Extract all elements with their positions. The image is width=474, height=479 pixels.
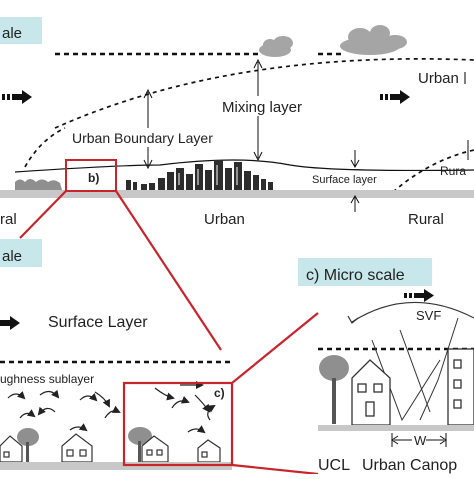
micro-scale-panel: c) Micro scale SVF <box>298 258 474 474</box>
callout-c-connector-top <box>231 312 319 384</box>
micro-ground-strip <box>318 425 474 431</box>
callout-b-label: b) <box>88 171 99 185</box>
micro-house-icon <box>351 359 391 426</box>
street-width-label: W <box>414 433 427 448</box>
svf-label: SVF <box>416 308 441 323</box>
callout-b-connector-right <box>115 190 222 351</box>
wind-arrow-icon <box>2 90 32 104</box>
building-windows <box>178 165 238 185</box>
wind-arrow-icon-right <box>380 90 410 104</box>
urban-region-label: Urban <box>204 211 245 228</box>
callout-c-label: c) <box>214 386 225 400</box>
callout-b-box <box>65 159 117 192</box>
mixing-layer-label: Mixing layer <box>222 99 302 116</box>
urban-plume-label: Urban <box>418 70 459 87</box>
ucl-label: UCL <box>318 457 350 474</box>
local-scale-panel: ale Surface Layer ughness sublayer <box>0 239 234 470</box>
wind-arrow-icon-local <box>0 316 20 330</box>
tree-icon <box>17 427 152 462</box>
local-panel-tag-label: ale <box>2 248 22 265</box>
cloud-icon-right <box>340 25 407 55</box>
micro-building-icon <box>447 348 474 426</box>
rural-roughness-icon <box>15 179 62 190</box>
local-ground-strip <box>0 462 232 470</box>
radiation-rays <box>371 317 459 422</box>
rural-right-top-label: Rura <box>440 164 466 178</box>
callout-c-box <box>122 381 234 467</box>
surface-layer-curve <box>14 159 474 173</box>
meso-scale-panel: ale <box>0 17 474 228</box>
wind-arrow-icon-micro <box>404 289 434 302</box>
callout-b-connector-left <box>19 190 67 239</box>
meso-panel-tag-label: ale <box>2 25 22 42</box>
turbulence-swirls <box>7 381 216 434</box>
roughness-sublayer-label: ughness sublayer <box>0 372 94 386</box>
urban-canopy-label: Urban Canop <box>362 457 457 474</box>
micro-tree-icon <box>319 355 349 424</box>
meso-panel-tag <box>0 17 42 44</box>
cloud-icon <box>259 36 293 57</box>
mixing-layer-dashed-arc <box>54 58 474 129</box>
sky-view-factor-arc <box>351 301 474 323</box>
ubl-label: Urban Boundary Layer <box>72 130 213 146</box>
callout-c-connector-bottom <box>231 463 319 476</box>
micro-panel-tag <box>298 258 432 286</box>
ubl-left-dashed-edge <box>24 127 66 168</box>
ground-strip <box>0 190 474 198</box>
micro-panel-tag-label: c) Micro scale <box>306 267 405 284</box>
ubl-right-dashed-edge <box>392 149 474 193</box>
surface-layer-big-label: Surface Layer <box>48 314 148 331</box>
rural-right-label: Rural <box>408 211 444 228</box>
surface-layer-small-label: Surface layer <box>312 174 377 186</box>
local-panel-tag <box>0 239 42 267</box>
rural-left-label: ral <box>0 211 17 228</box>
